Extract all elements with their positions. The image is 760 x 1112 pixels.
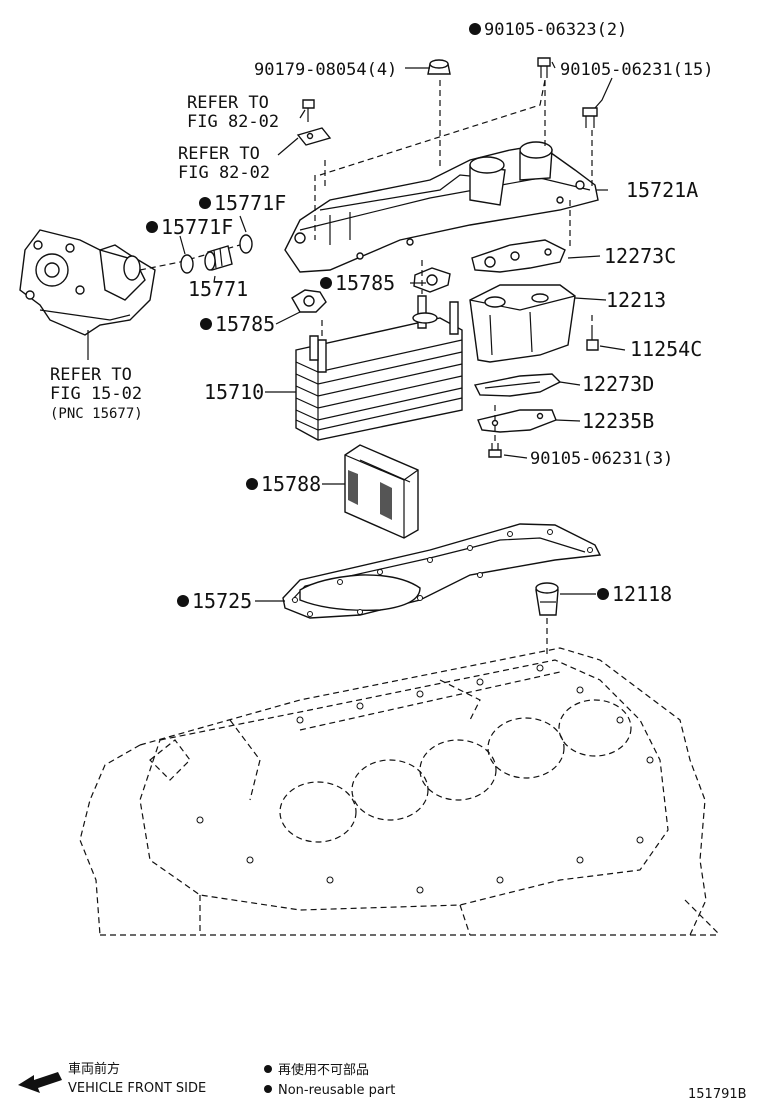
label-90179-08054: 90179-08054(4): [254, 60, 397, 80]
label-12235b: 12235B: [582, 409, 654, 433]
o-ring-lower: [180, 254, 194, 274]
label-12118: 12118: [612, 582, 672, 606]
o-ring-upper: [239, 234, 253, 254]
nonreusable-marker: [320, 277, 332, 289]
leader-lines: [87, 61, 626, 602]
engine-block-outline: [79, 647, 721, 936]
legend-dot-icon: [264, 1065, 272, 1073]
gasket-12273c: [471, 239, 566, 273]
gasket-12273d: [473, 373, 562, 397]
nonreusable-marker: [200, 318, 212, 330]
nonreusable-marker: [469, 23, 481, 35]
gasket-refer-82: [296, 127, 332, 146]
refer-label-2-line2: FIG 82-02: [178, 163, 270, 183]
nonreusable-marker: [199, 197, 211, 209]
label-15725: 15725: [192, 589, 252, 613]
insulator-15788: [344, 444, 419, 539]
plug-12118: [535, 582, 559, 616]
label-11254c: 11254C: [630, 337, 702, 361]
label-15788: 15788: [261, 472, 321, 496]
bolt-90105-06323: [537, 57, 551, 78]
flange-nut: [427, 59, 451, 75]
label-15771f-upper: 15771F: [214, 191, 286, 215]
gasket-15785-upper: [413, 267, 451, 293]
nonreusable-marker: [177, 595, 189, 607]
part-labels: 90105-06323(2) 90179-08054(4) 90105-0623…: [50, 20, 714, 613]
vehicle-front-jp: 車両前方: [68, 1061, 120, 1077]
oil-cooler-15710: [295, 295, 463, 441]
plug-11254c: [586, 330, 599, 351]
label-15785-upper: 15785: [335, 271, 395, 295]
label-90105-06231-15: 90105-06231(15): [560, 60, 714, 80]
gasket-15725: [282, 523, 602, 619]
nonreusable-jp: 再使用不可部品: [278, 1062, 369, 1078]
figure-id: 151791B: [688, 1087, 747, 1102]
nonreusable-marker: [146, 221, 158, 233]
label-12273c: 12273C: [604, 244, 676, 268]
legend-dot-icon: [264, 1085, 272, 1093]
refer-label-1-line2: FIG 82-02: [187, 112, 279, 132]
label-12273d: 12273D: [582, 372, 654, 396]
bolt-refer-82: [302, 99, 315, 122]
label-15771: 15771: [188, 277, 248, 301]
refer-label-2-line1: REFER TO: [178, 144, 260, 164]
label-15771f-lower: 15771F: [161, 215, 233, 239]
refer-label-3-line2: FIG 15-02: [50, 384, 142, 404]
label-15721a: 15721A: [626, 178, 698, 202]
label-15710: 15710: [204, 380, 264, 404]
refer-label-3-line1: REFER TO: [50, 365, 132, 385]
housing-12213: [469, 284, 576, 363]
label-90105-06231-3: 90105-06231(3): [530, 449, 673, 469]
union-pipe: [204, 245, 233, 271]
legend: 車両前方 VEHICLE FRONT SIDE 再使用不可部品 Non-reus…: [18, 1061, 747, 1102]
label-90105-06323: 90105-06323(2): [484, 20, 627, 40]
bolt-90105-06231: [582, 107, 598, 128]
nonreusable-marker: [597, 588, 609, 600]
refer-label-3-line3: (PNC 15677): [50, 406, 143, 422]
label-15785-lower: 15785: [215, 312, 275, 336]
bolt-90105-06231-3: [488, 443, 502, 458]
plate-12235b: [477, 409, 557, 433]
oil-filter-bracket: [19, 229, 156, 336]
vehicle-front-en: VEHICLE FRONT SIDE: [68, 1081, 206, 1096]
gasket-15785-lower: [291, 289, 327, 313]
label-12213: 12213: [606, 288, 666, 312]
oil-cooler-cover: [284, 141, 599, 273]
front-arrow-icon: [18, 1072, 62, 1093]
nonreusable-en: Non-reusable part: [278, 1083, 395, 1098]
nonreusable-marker: [246, 478, 258, 490]
refer-label-1-line1: REFER TO: [187, 93, 269, 113]
